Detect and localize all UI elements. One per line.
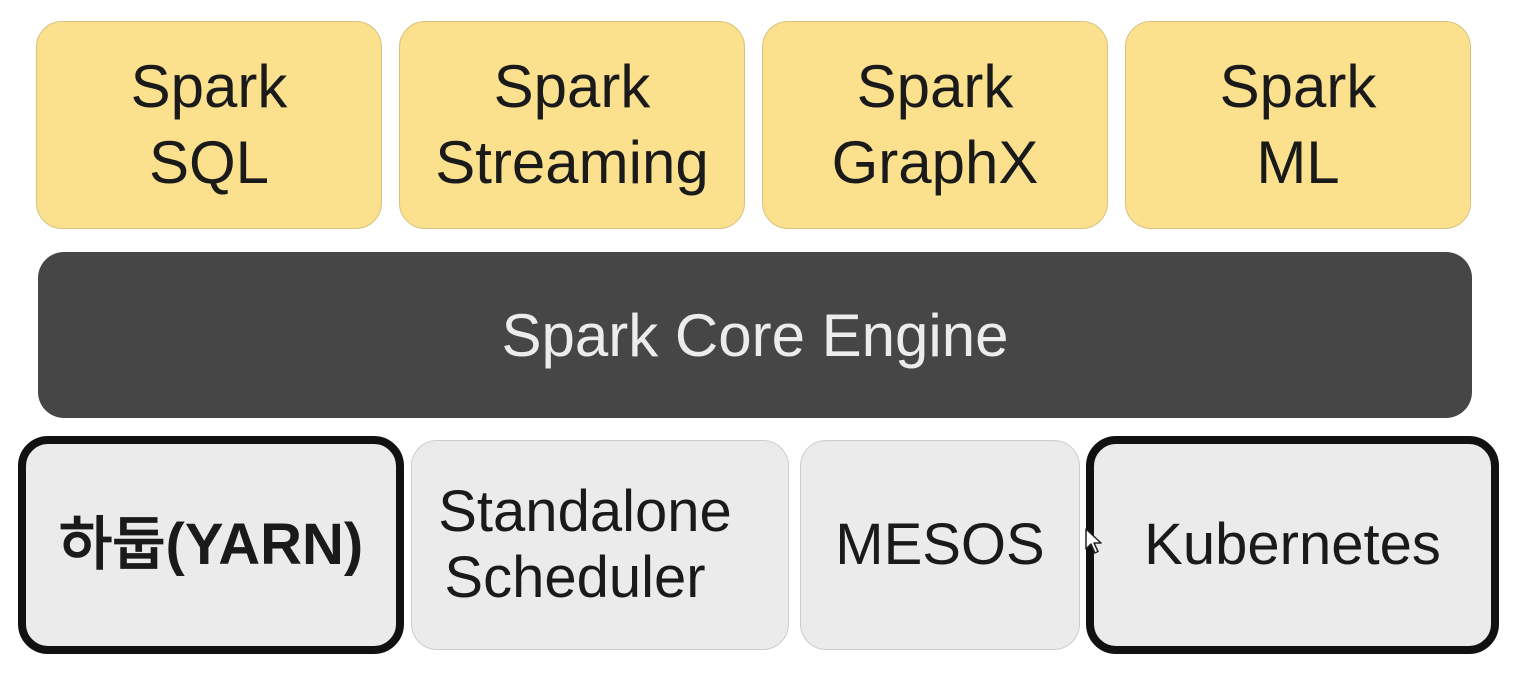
spark-core-engine-label: Spark Core Engine [501, 301, 1009, 369]
kubernetes-label: Kubernetes [1144, 512, 1441, 577]
standalone-scheduler-box: Standalone Scheduler [411, 440, 789, 650]
spark-graphx-box: Spark GraphX [762, 21, 1108, 229]
spark-ml-box: Spark ML [1125, 21, 1471, 229]
standalone-line1: Standalone [438, 479, 732, 544]
standalone-line2: Scheduler [444, 545, 706, 610]
spark-streaming-box: Spark Streaming [399, 21, 745, 229]
spark-ml-line1: Spark [1219, 53, 1377, 120]
spark-sql-line2: SQL [148, 129, 270, 196]
mesos-label: MESOS [835, 512, 1045, 577]
spark-core-engine-box: Spark Core Engine [38, 252, 1472, 418]
spark-streaming-line2: Streaming [435, 129, 709, 196]
mesos-box: MESOS [800, 440, 1080, 650]
yarn-label: 하둡(YARN) [58, 512, 364, 577]
spark-sql-box: Spark SQL [36, 21, 382, 229]
spark-ml-line2: ML [1256, 129, 1340, 196]
spark-streaming-line1: Spark [493, 53, 651, 120]
kubernetes-box: Kubernetes [1086, 436, 1499, 654]
mouse-cursor-icon [1085, 528, 1102, 554]
spark-sql-line1: Spark [130, 53, 288, 120]
spark-graphx-line2: GraphX [831, 129, 1039, 196]
yarn-box: 하둡(YARN) [18, 436, 404, 654]
spark-graphx-line1: Spark [856, 53, 1014, 120]
